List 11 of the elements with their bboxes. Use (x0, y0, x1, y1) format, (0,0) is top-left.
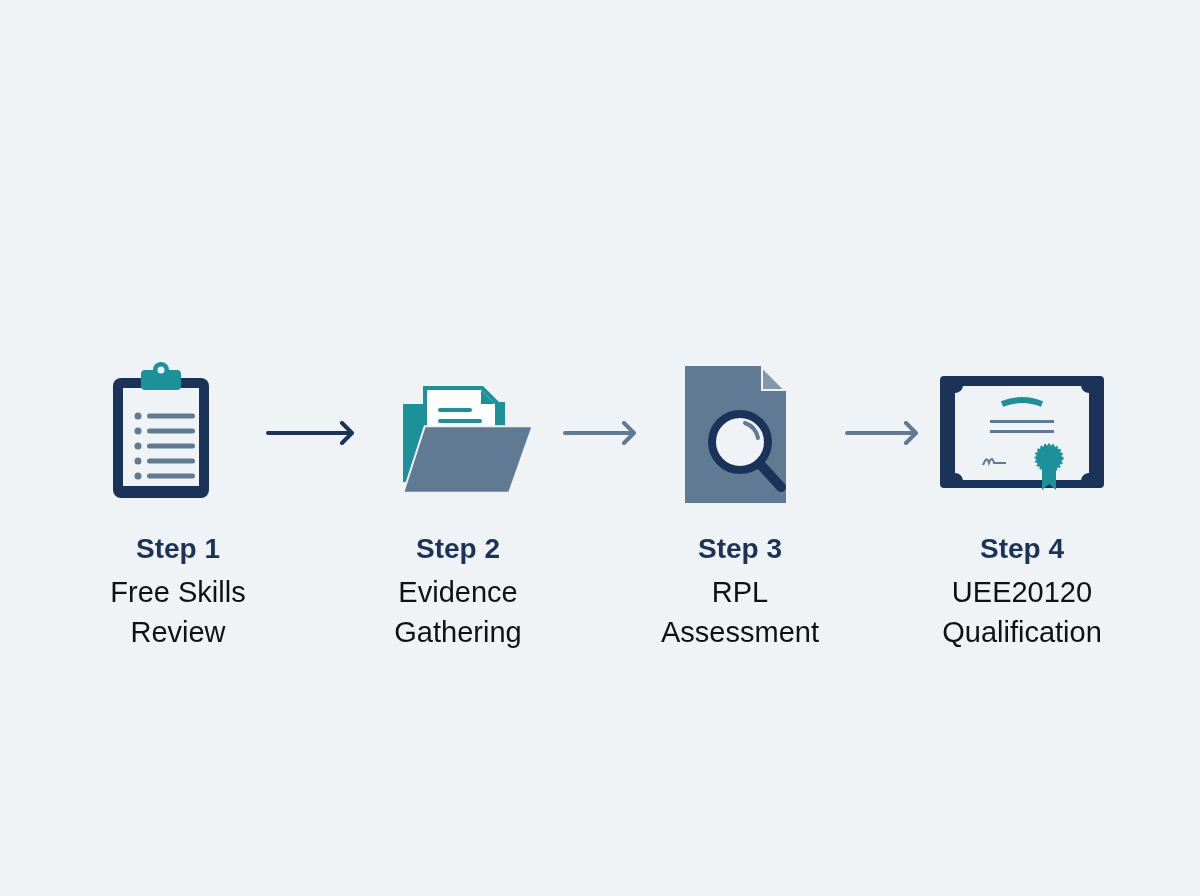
arrow (266, 421, 354, 445)
step-title: UEE20120 Qualification (941, 575, 1103, 650)
arrow (563, 421, 636, 445)
step-heading: Step 2 (415, 532, 501, 566)
step-title: RPL Assessment (660, 575, 820, 650)
arrow (845, 421, 918, 445)
step-title: Free Skills Review (109, 575, 247, 650)
step-title: Evidence Gathering (393, 575, 523, 650)
step-heading: Step 3 (697, 532, 783, 566)
step-heading: Step 1 (135, 532, 221, 566)
step-heading: Step 4 (979, 532, 1065, 566)
